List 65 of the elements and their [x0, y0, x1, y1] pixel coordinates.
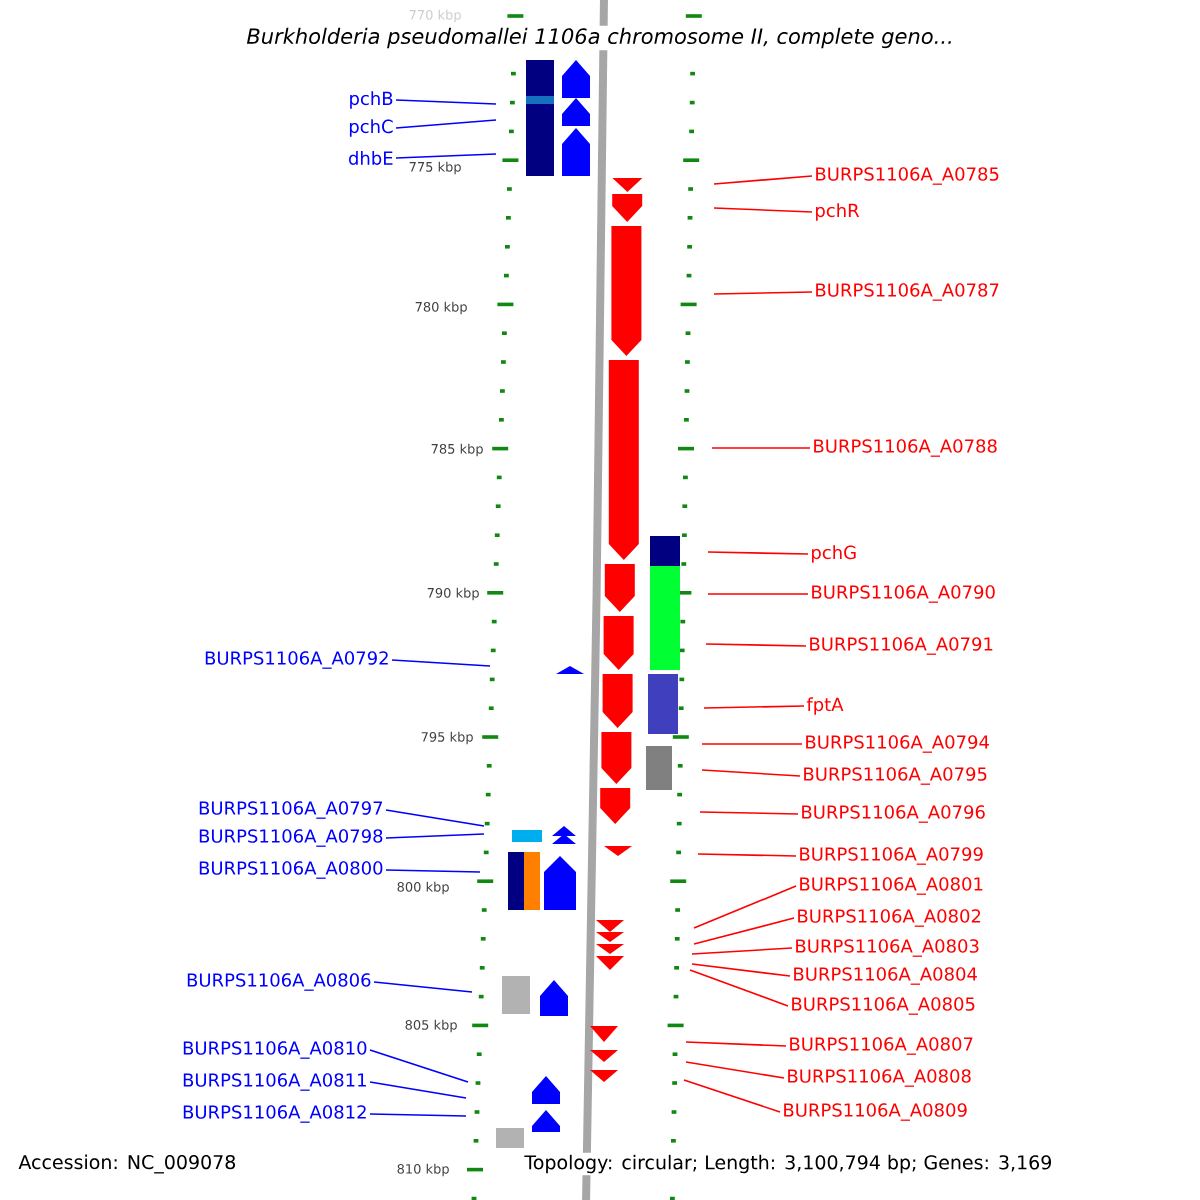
gene-label: BURPS1106A_A0794	[806, 735, 989, 753]
gene-label: BURPS1106A_A0788	[814, 439, 997, 457]
leader-line	[703, 705, 805, 709]
leader-line	[691, 947, 793, 955]
accession-label: Accession: NC_009078	[18, 1154, 236, 1174]
leader-line	[697, 853, 797, 857]
gene-label: pchR	[816, 203, 860, 221]
leader-line	[385, 833, 485, 839]
gene-label: BURPS1106A_A0790	[812, 585, 995, 603]
leader-line	[707, 593, 809, 595]
gene-label: pchB	[350, 91, 393, 109]
gene-label: BURPS1106A_A0808	[788, 1069, 971, 1087]
leader-line	[373, 981, 473, 993]
gene-label: BURPS1106A_A0795	[804, 767, 987, 785]
leader-line	[707, 551, 809, 555]
leader-line	[685, 1061, 785, 1079]
gene-label: BURPS1106A_A0801	[800, 877, 983, 895]
gene-label: dhbE	[348, 151, 393, 165]
leader-line	[683, 1079, 781, 1113]
leader-line	[693, 917, 795, 945]
gene-label: BURPS1106A_A0797	[199, 801, 383, 819]
gene-label: BURPS1106A_A0787	[816, 283, 999, 301]
gene-label: BURPS1106A_A0810	[183, 1041, 367, 1059]
leader-line	[391, 659, 491, 667]
topology-label: Topology: circular; Length: 3,100,794 bp; Genes: 3,169	[522, 1152, 1055, 1176]
leader-line	[701, 743, 803, 745]
gene-label: BURPS1106A_A0800	[199, 861, 383, 879]
leader-line	[385, 809, 485, 827]
gene-label: BURPS1106A_A0809	[784, 1103, 967, 1121]
gene-label: BURPS1106A_A0802	[798, 909, 981, 927]
gene-label: BURPS1106A_A0785	[816, 167, 999, 185]
title: Burkholderia pseudomallei 1106a chromosome II, complete geno...	[244, 25, 956, 51]
gene-label: BURPS1106A_A0798	[199, 829, 383, 847]
gene-label: BURPS1106A_A0796	[802, 805, 985, 823]
gene-label: BURPS1106A_A0791	[810, 637, 993, 655]
leader-line	[395, 153, 497, 159]
leader-line	[395, 99, 497, 105]
gene-label: BURPS1106A_A0792	[205, 651, 388, 669]
leader-line	[369, 1113, 467, 1117]
gene-label: BURPS1106A_A0799	[800, 847, 983, 865]
gene-label: BURPS1106A_A0811	[183, 1073, 366, 1091]
leader-line	[369, 1081, 467, 1099]
gene-label: BURPS1106A_A0805	[792, 997, 975, 1015]
gene-label: BURPS1106A_A0806	[187, 973, 371, 991]
gene-label: pchG	[812, 545, 856, 563]
gene-label: fptA	[806, 697, 844, 715]
gene-label: BURPS1106A_A0807	[790, 1037, 973, 1055]
leader-line	[369, 1049, 469, 1083]
gene-label: BURPS1106A_A0803	[796, 939, 979, 957]
gene-label: BURPS1106A_A0804	[794, 967, 977, 985]
leader-line	[713, 291, 813, 295]
gene-label: pchC	[349, 119, 393, 137]
leader-line	[713, 207, 813, 213]
leader-line	[689, 969, 789, 1007]
leader-line	[711, 447, 811, 449]
leader-line	[699, 811, 799, 815]
leader-line	[395, 119, 497, 129]
gene-label: BURPS1106A_A0812	[183, 1105, 366, 1123]
leader-line	[693, 885, 797, 929]
leader-line	[685, 1041, 787, 1047]
leader-line	[701, 769, 801, 777]
leader-line	[713, 175, 813, 185]
leader-line	[691, 963, 791, 977]
leader-line	[385, 869, 481, 873]
leader-line	[705, 643, 807, 647]
